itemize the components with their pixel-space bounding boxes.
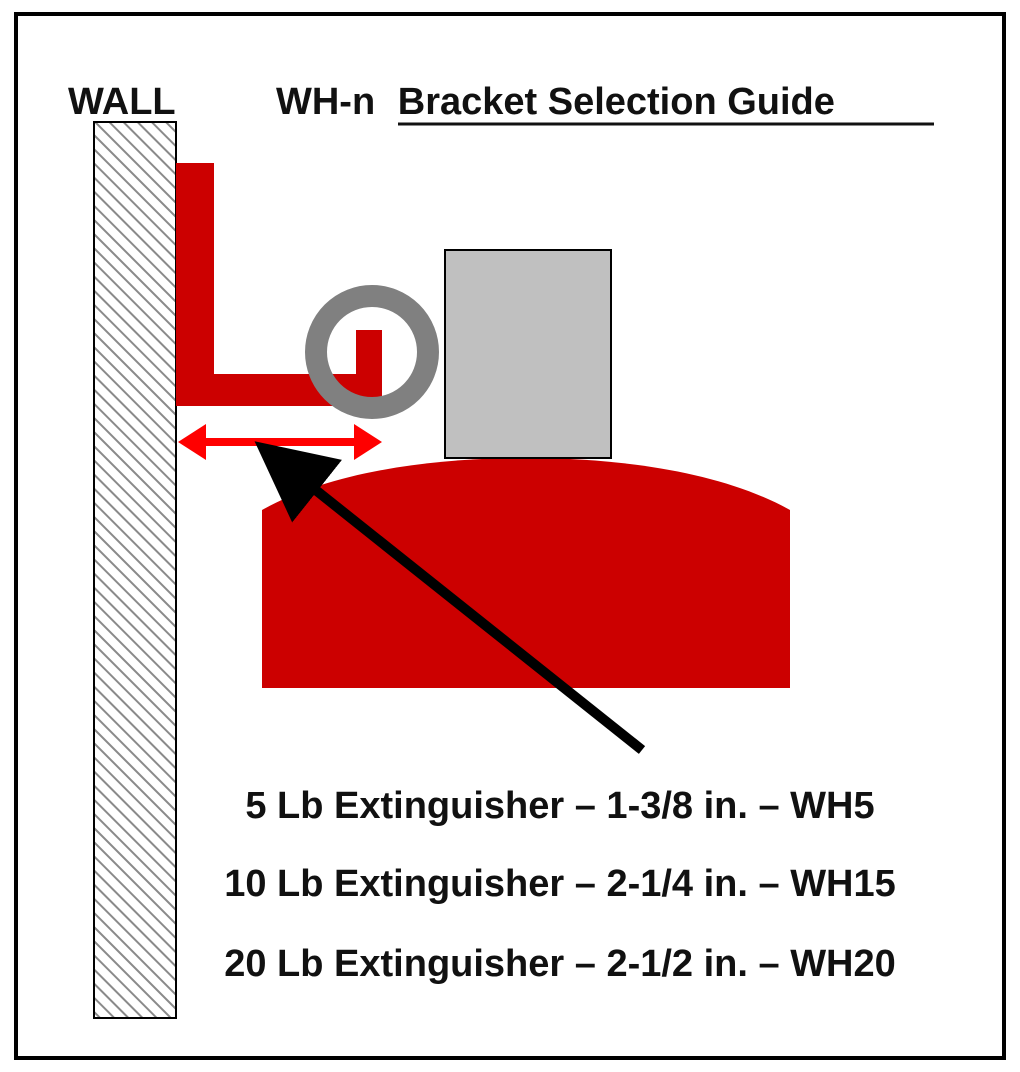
wall-label: WALL [68,81,176,123]
extinguisher-body [262,458,790,688]
pointer-arrow [254,441,646,754]
selection-row-1: 5 Lb Extinguisher – 1-3/8 in. – WH5 [245,785,874,827]
wall-bracket [176,163,382,406]
mounting-ring [305,285,439,419]
title-prefix: WH-n [276,81,375,123]
guide-title: WH-n Bracket Selection Guide [276,81,835,123]
extinguisher-valve [444,249,612,459]
wall-hatched [93,121,177,1019]
selection-row-3: 20 Lb Extinguisher – 2-1/2 in. – WH20 [224,943,896,985]
title-main: Bracket Selection Guide [398,81,835,123]
selection-row-2: 10 Lb Extinguisher – 2-1/4 in. – WH15 [224,863,896,905]
